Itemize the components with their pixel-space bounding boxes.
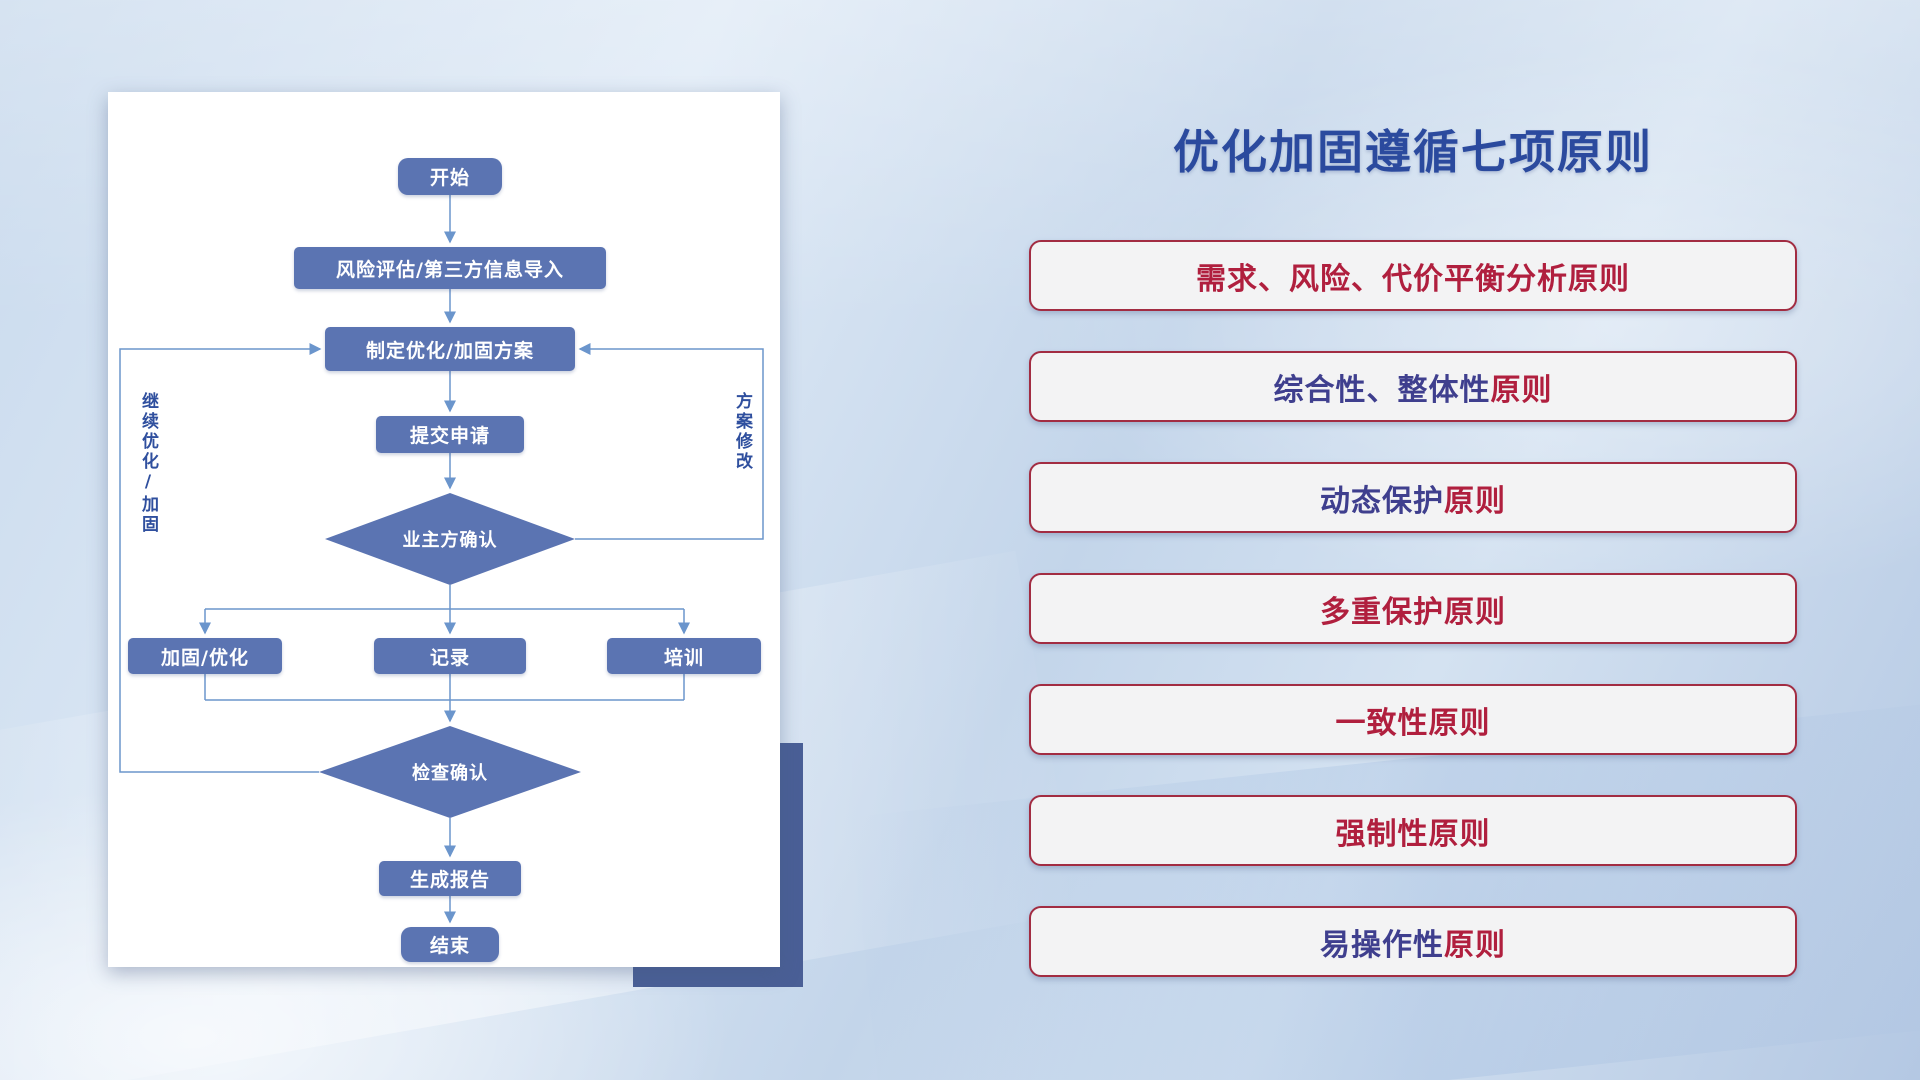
principle-text-red: 原则 bbox=[1444, 927, 1506, 963]
principle-box: 需求、风险、代价平衡分析原则 bbox=[1029, 240, 1797, 311]
node-record: 记录 bbox=[374, 638, 526, 674]
loop-label-plan-revise: 方案修改 bbox=[732, 392, 752, 472]
principle-box: 多重保护原则 bbox=[1029, 573, 1797, 644]
node-end: 结束 bbox=[401, 927, 499, 962]
node-risk-import: 风险评估/第三方信息导入 bbox=[294, 247, 606, 289]
principle-text-blue: 动态保护 bbox=[1320, 483, 1444, 519]
node-start: 开始 bbox=[398, 158, 502, 195]
principle-text-blue: 易操作性 bbox=[1320, 927, 1444, 963]
loop-label-continue-optimize: 继续优化/加固 bbox=[138, 392, 158, 535]
principle-box: 动态保护原则 bbox=[1029, 462, 1797, 533]
principle-text-red: 多重保护原则 bbox=[1320, 594, 1506, 630]
principle-text-red: 原则 bbox=[1444, 483, 1506, 519]
flowchart-card: 开始 风险评估/第三方信息导入 制定优化/加固方案 提交申请 业主方确认 加固/… bbox=[108, 92, 780, 967]
principle-box: 综合性、整体性原则 bbox=[1029, 351, 1797, 422]
page-title: 优化加固遵循七项原则 bbox=[1173, 125, 1653, 179]
principles-list: 需求、风险、代价平衡分析原则 综合性、整体性原则 动态保护原则 多重保护原则 一… bbox=[1029, 240, 1797, 977]
decision-check-confirm: 检查确认 bbox=[319, 726, 581, 818]
node-harden: 加固/优化 bbox=[128, 638, 282, 674]
decision-owner-confirm: 业主方确认 bbox=[325, 493, 575, 585]
node-make-plan: 制定优化/加固方案 bbox=[325, 327, 575, 371]
principle-text-red: 强制性原则 bbox=[1335, 816, 1491, 852]
principle-text-red: 原则 bbox=[1490, 372, 1553, 408]
principle-text-red: 需求、风险、代价平衡分析原则 bbox=[1196, 261, 1630, 297]
principle-text-red: 一致性原则 bbox=[1335, 705, 1491, 741]
node-submit: 提交申请 bbox=[376, 416, 524, 453]
principle-text-blue: 综合性、整体性 bbox=[1273, 372, 1491, 408]
principle-box: 易操作性原则 bbox=[1029, 906, 1797, 977]
node-train: 培训 bbox=[607, 638, 761, 674]
node-report: 生成报告 bbox=[379, 861, 521, 896]
principle-box: 一致性原则 bbox=[1029, 684, 1797, 755]
principle-box: 强制性原则 bbox=[1029, 795, 1797, 866]
